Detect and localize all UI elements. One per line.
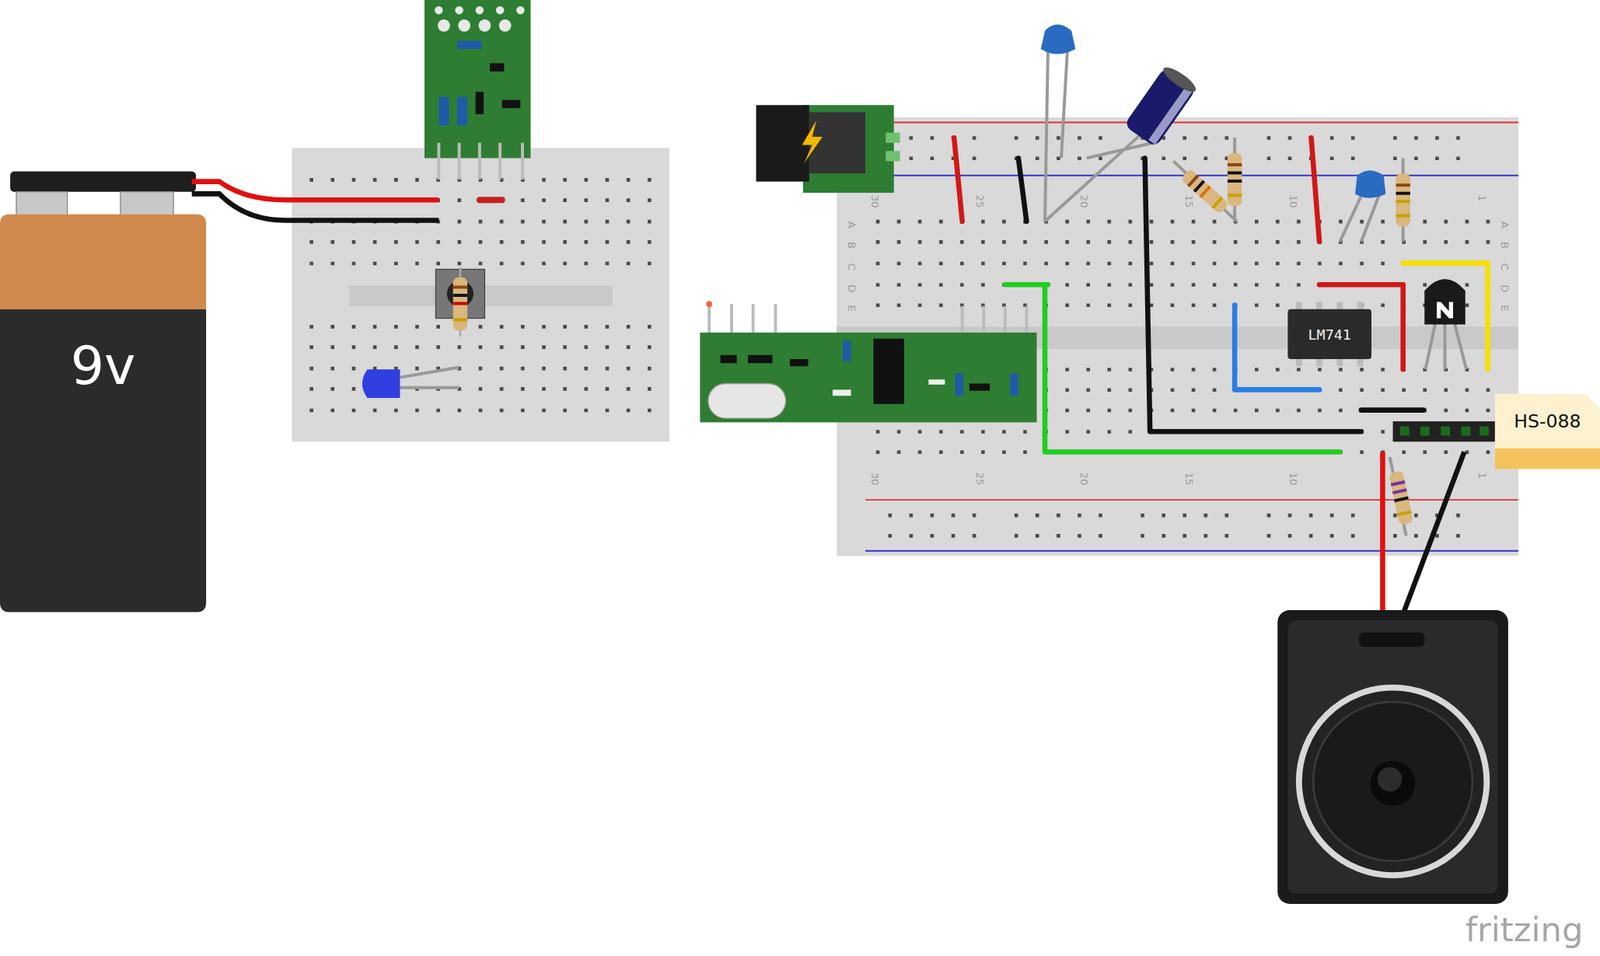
- jumper-wire: [1005, 282, 1049, 288]
- ceramic-capacitor: [1355, 170, 1386, 198]
- row-letter: D: [845, 284, 856, 293]
- resistor-symbol: [1388, 470, 1414, 526]
- column-number: 15: [1184, 195, 1195, 209]
- part-label: HS-088: [1513, 410, 1581, 433]
- power-rail-line: [865, 499, 1519, 501]
- row-letter: E: [845, 304, 856, 311]
- breadboard-holes: [309, 178, 651, 413]
- pin-header: [1393, 421, 1496, 442]
- battery-wire: [192, 193, 440, 221]
- crystal: [708, 384, 787, 420]
- column-number: 10: [1287, 195, 1298, 209]
- jumper-wire: [1403, 263, 1489, 371]
- watermark: fritzing: [1465, 913, 1584, 947]
- speaker-wire: [1403, 451, 1465, 615]
- speaker: [1277, 610, 1509, 905]
- resistor-symbol: [1396, 173, 1411, 227]
- part-note: HS-088: [1495, 394, 1600, 470]
- part-label: 9v: [70, 335, 137, 397]
- jumper-wire: [1145, 157, 1362, 432]
- row-letter: C: [1498, 263, 1510, 271]
- module-holes: [434, 6, 525, 32]
- column-number: 1: [1476, 472, 1487, 479]
- rf-transmitter: [424, 0, 532, 158]
- jumper-wire: [479, 196, 503, 203]
- power-rail-line: [865, 550, 1519, 552]
- resistor-symbol: [1227, 153, 1242, 207]
- column-number: 30: [869, 472, 880, 486]
- column-number: 10: [1287, 472, 1298, 486]
- module-pins: [709, 303, 1027, 337]
- column-number: 1: [1476, 195, 1487, 202]
- module-pins: [438, 143, 523, 180]
- jumper-wire: [953, 137, 963, 222]
- battery-clip: [10, 171, 196, 193]
- battery-wire: [192, 181, 440, 201]
- dc-jack-board: [803, 104, 895, 193]
- jumper-wire: [1018, 157, 1028, 221]
- jumper-wire: [1311, 137, 1321, 242]
- row-letter: A: [1498, 221, 1510, 229]
- battery-terminal: [16, 192, 68, 217]
- column-number: 25: [974, 472, 985, 486]
- row-letter: B: [1498, 241, 1510, 249]
- column-number: 25: [974, 195, 985, 209]
- resistor-symbol: [453, 277, 468, 331]
- column-number: 20: [1078, 472, 1089, 486]
- ceramic-capacitor: [1041, 24, 1076, 55]
- power-rail-line: [865, 122, 1519, 124]
- row-letter: B: [845, 241, 856, 249]
- electrolytic-capacitor: [1124, 63, 1200, 148]
- led: [362, 369, 401, 399]
- transistor-mark: [1436, 302, 1454, 319]
- row-letter: C: [845, 263, 856, 271]
- column-number: 20: [1078, 195, 1089, 209]
- resistor-symbol: [1180, 168, 1230, 215]
- row-letter: E: [1498, 304, 1510, 311]
- transistor: [1424, 279, 1466, 325]
- power-icon: [802, 120, 823, 164]
- dc-jack: [756, 104, 810, 182]
- battery-terminal: [120, 192, 174, 217]
- row-letter: D: [1498, 284, 1510, 293]
- breadboard: [291, 147, 670, 442]
- speaker-wire: [1379, 451, 1386, 615]
- column-number: 15: [1184, 472, 1195, 486]
- column-number: 30: [869, 195, 880, 209]
- ic-chip: LM741: [1287, 309, 1372, 360]
- part-label: LM741: [1308, 325, 1352, 343]
- row-letter: A: [845, 221, 856, 229]
- battery: 9v: [0, 214, 207, 613]
- rf-receiver: [699, 332, 1037, 423]
- jumper-wire: [1361, 407, 1424, 413]
